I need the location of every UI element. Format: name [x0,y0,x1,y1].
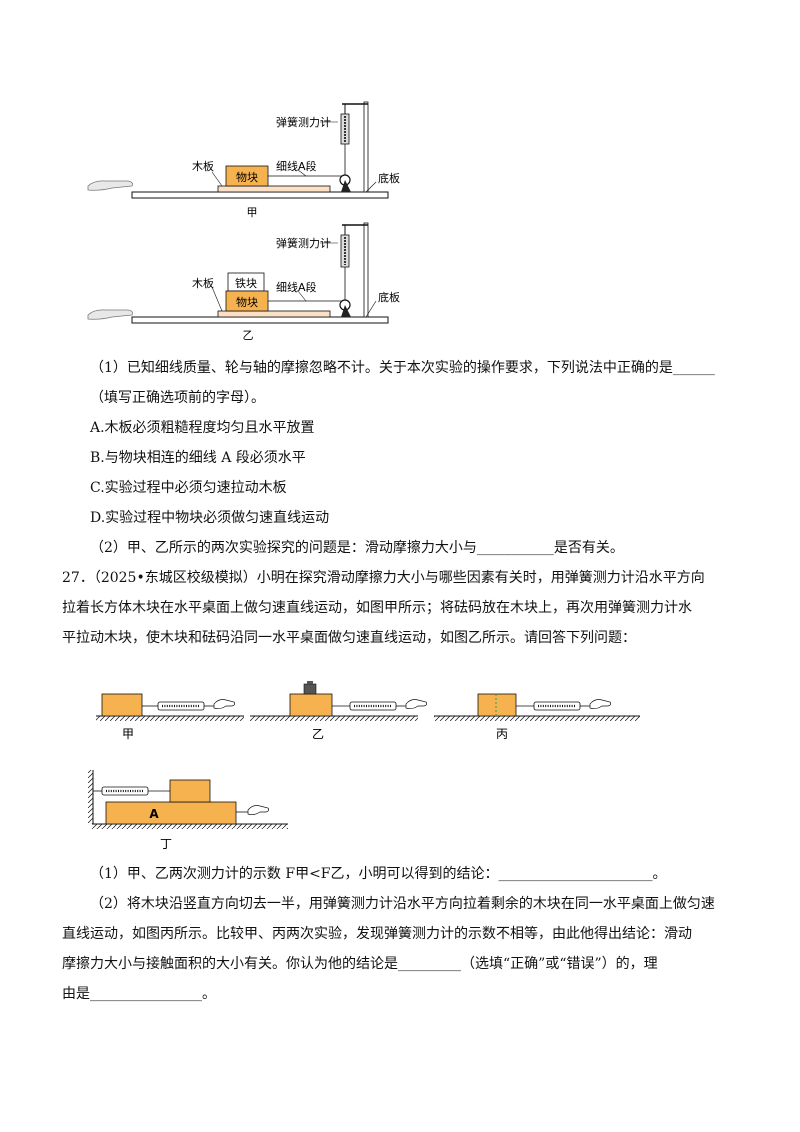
block-label: 物块 [236,170,258,184]
q27-stem-line2: 拉着长方体木块在水平桌面上做匀速直线运动，如图甲所示；将砝码放在木块上，再次用弹… [62,600,692,616]
figure-yi: 乙 [250,681,428,741]
q27-part2-line1: （2）将木块沿竖直方向切去一半，用弹簧测力计沿水平方向拉着剩余的木块在同一水平桌… [90,896,715,912]
thread-label: 细线A段 [276,159,317,173]
caption-ding: 丁 [160,837,172,851]
figure-ding: A 丁 [88,770,288,851]
spring-scale [340,113,350,175]
spring-scale [156,698,236,712]
wood-block [101,693,143,717]
q27-part2-line4: 由是________________。 [62,986,216,1002]
figure-jia: 甲 [96,693,244,741]
q26-part1-line1: （1）已知细线质量、轮与轴的摩擦忽略不计。关于本次实验的操作要求，下列说法中正确… [90,360,715,376]
q27-part2-line3: 摩擦力大小与接触面积的大小有关。你认为他的结论是_________（选填“正确”… [62,956,658,972]
base-plate [131,191,389,199]
q27-stem-line1: 27．（2025•东城区校级模拟）小明在探究滑动摩擦力大小与哪些因素有关时，用弹… [62,570,705,586]
board-a-label: A [149,807,159,821]
figure-row-jia-yi-bing: 甲 乙 丙 [96,681,640,741]
spring-scale-label: 弹簧测力计 [276,115,331,129]
hand-icon [247,805,270,816]
board-label: 木板 [192,276,214,290]
weight-icon [303,681,317,695]
thread-label: 细线A段 [276,280,317,294]
stand-pole [363,222,369,318]
spring-scale-label: 弹簧测力计 [276,236,331,250]
wood-block [289,693,333,717]
caption-yi: 乙 [312,727,324,741]
spring-scale [532,698,612,712]
q27-part2-line2: 直线运动，如图丙所示。比较甲、丙两次实验，发现弹簧测力计的示数不相等，由此他得出… [62,926,692,942]
wood-block [477,693,517,717]
figure-jia-apparatus: 物块 弹簧测力计 木板 细线A段 底板 甲 [87,101,400,219]
wooden-board [217,185,331,193]
spring-scale [348,698,428,712]
spring-scale [340,234,350,300]
hand-icon [87,180,133,191]
board-label: 木板 [192,159,214,173]
wooden-board [217,310,331,318]
q27-stem-line3: 平拉动木块，使木块和砝码沿同一水平桌面做匀速直线运动，如图乙所示。请回答下列问题… [62,630,636,646]
wood-block [169,779,211,803]
q26-part1-line2: （填写正确选项前的字母）。 [90,390,265,406]
spring-scale [93,786,170,796]
base-label: 底板 [378,171,400,185]
caption-jia: 甲 [122,727,134,741]
q26-part2: （2）甲、乙所示的两次实验探究的问题是：滑动摩擦力大小与___________是… [90,540,624,556]
base-plate [131,316,389,324]
block-label: 物块 [236,295,258,309]
q26-option-b: B.与物块相连的细线 A 段必须水平 [90,450,306,466]
hand-icon [87,309,133,320]
q26-option-a: A.木板必须粗糙程度均匀且水平放置 [90,420,315,436]
board-a [105,801,237,825]
figure-yi-apparatus: 铁块 物块 弹簧测力计 木板 细线A段 底板 乙 [87,222,400,342]
stand-pole [363,101,369,193]
caption-bing: 丙 [496,727,508,741]
q27-part1: （1）甲、乙两次测力计的示数 F甲<F乙，小明可以得到的结论：_________… [90,866,667,882]
figure-bing: 丙 [434,693,640,741]
figure-caption: 乙 [243,329,254,342]
figure-caption: 甲 [247,206,258,219]
base-label: 底板 [378,290,400,304]
q26-option-c: C.实验过程中必须匀速拉动木板 [90,480,287,496]
q26-option-d: D.实验过程中物块必须做匀速直线运动 [90,510,330,526]
iron-block-label: 铁块 [235,277,257,290]
